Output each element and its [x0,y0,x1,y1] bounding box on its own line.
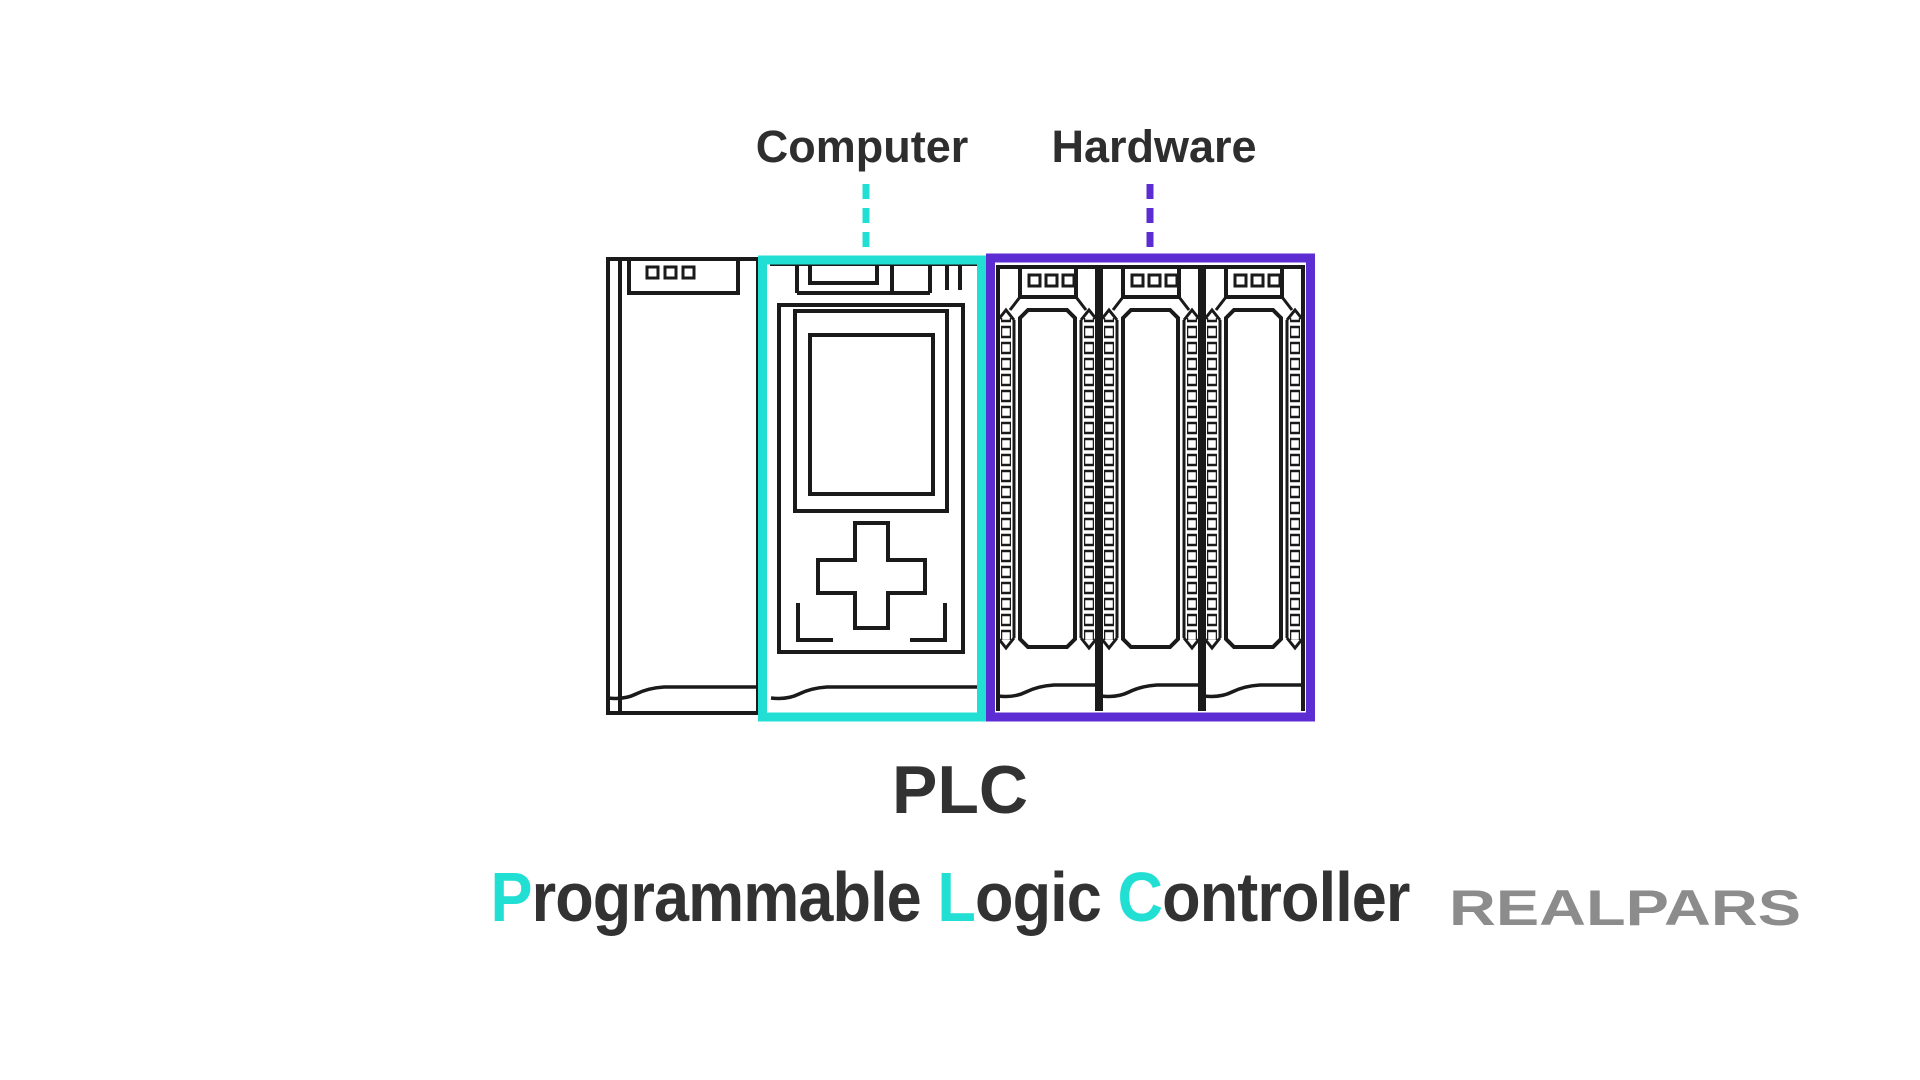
subtitle-accent-p: P [490,858,532,936]
subtitle: Programmable Logic Controller [490,862,1410,932]
subtitle-accent-l: L [937,858,976,936]
cpu-module [770,262,977,701]
subtitle-text-3: ontroller [1162,858,1410,936]
hardware-label: Hardware [1051,121,1257,172]
subtitle-text-2: ogic [975,858,1118,936]
power-supply-module [606,257,760,715]
io-modules [996,267,1305,711]
realpars-logo: REALPARS [1449,884,1801,934]
display-screen [808,333,935,496]
dpad-keypad [816,521,927,630]
page-title: PLC [892,752,1028,828]
realpars-logo-text: REALPARS [1449,884,1801,934]
computer-label: Computer [755,121,969,172]
computer-highlight-box [758,255,986,722]
front-panel [777,303,965,654]
subtitle-text-1: rogrammable [531,858,938,936]
display-bezel [793,309,949,513]
memory-card-slot [808,262,879,285]
hardware-highlight-box [986,253,1315,722]
subtitle-accent-c: C [1117,858,1163,936]
